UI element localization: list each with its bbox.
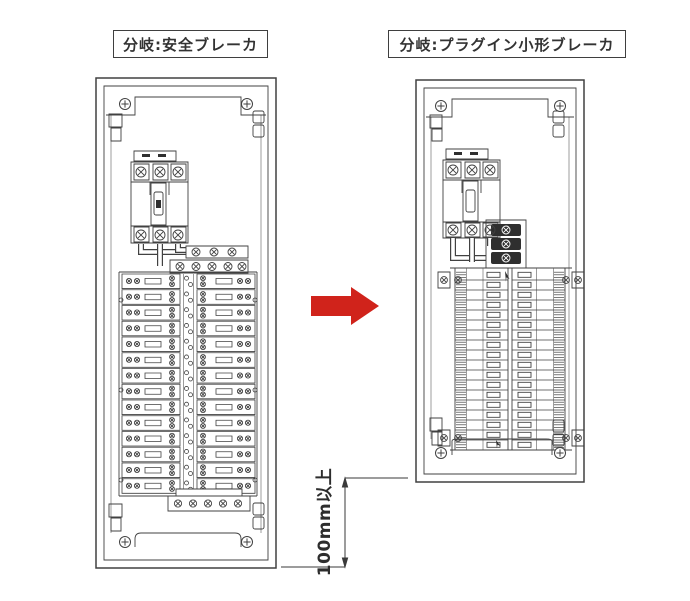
branch-breaker-row (455, 292, 565, 300)
left-panel-label: 分岐:安全ブレーカ (113, 30, 268, 58)
branch-breaker-row (455, 352, 565, 360)
bottom-cable-channel (452, 439, 552, 455)
branch-breaker-row (455, 372, 565, 380)
hinge (430, 418, 442, 445)
branch-breaker-row (455, 432, 565, 440)
branch-breaker-row (455, 332, 565, 340)
branch-breaker-row (455, 392, 565, 400)
branch-breaker-row (122, 384, 255, 399)
branch-breaker-row (122, 274, 255, 289)
dimension-lines (281, 478, 408, 567)
breaker-toggle (151, 183, 166, 225)
right-panel-label: 分岐:プラグイン小形ブレーカ (388, 30, 626, 58)
hinge (553, 111, 564, 137)
plugin-breaker-panel (416, 80, 584, 482)
hinge (109, 114, 122, 141)
hinge (109, 504, 122, 531)
branch-breaker-row (122, 447, 255, 462)
breaker-toggle (463, 181, 478, 221)
branch-breaker-row (455, 422, 565, 430)
branch-breaker-row (455, 302, 565, 310)
top-rail (426, 99, 574, 117)
transition-arrow (311, 287, 379, 325)
branch-breaker-row (122, 353, 255, 368)
branch-breaker-row (455, 442, 565, 450)
branch-breaker-row (122, 369, 255, 384)
branch-breaker-row (122, 290, 255, 305)
branch-breaker-row (455, 342, 565, 350)
pointer-mark (505, 271, 510, 282)
branch-breaker-row (122, 463, 255, 478)
branch-breaker-row (455, 402, 565, 410)
safety-breaker-panel (96, 78, 276, 568)
hinge (253, 111, 264, 137)
branch-breaker-row (122, 321, 255, 336)
branch-breaker-row (455, 312, 565, 320)
dimension-label: 100mm以上 (315, 467, 335, 577)
pointer-mark (496, 440, 501, 449)
bottom-cable-channel (135, 533, 241, 547)
main-breaker (131, 151, 188, 243)
branch-breaker-row (122, 432, 255, 447)
branch-breaker-row (122, 400, 255, 415)
branch-breaker-row (122, 337, 255, 352)
branch-breaker-array (122, 274, 255, 493)
bottom-terminal-block (168, 489, 250, 511)
top-rail (106, 97, 266, 115)
hinge (430, 115, 442, 141)
branch-breaker-array (455, 272, 565, 450)
branch-breaker-row (455, 412, 565, 420)
branch-breaker-row (455, 322, 565, 330)
busbar-wiring (453, 238, 490, 262)
branch-breaker-row (122, 416, 255, 431)
branch-breaker-row (455, 382, 565, 390)
branch-breaker-row (122, 306, 255, 321)
hinge (253, 503, 264, 529)
branch-breaker-row (455, 362, 565, 370)
branch-breaker-row (455, 272, 565, 280)
mounting-bracket (438, 272, 584, 446)
branch-breaker-row (455, 282, 565, 290)
feeder-terminal-block (170, 246, 248, 273)
